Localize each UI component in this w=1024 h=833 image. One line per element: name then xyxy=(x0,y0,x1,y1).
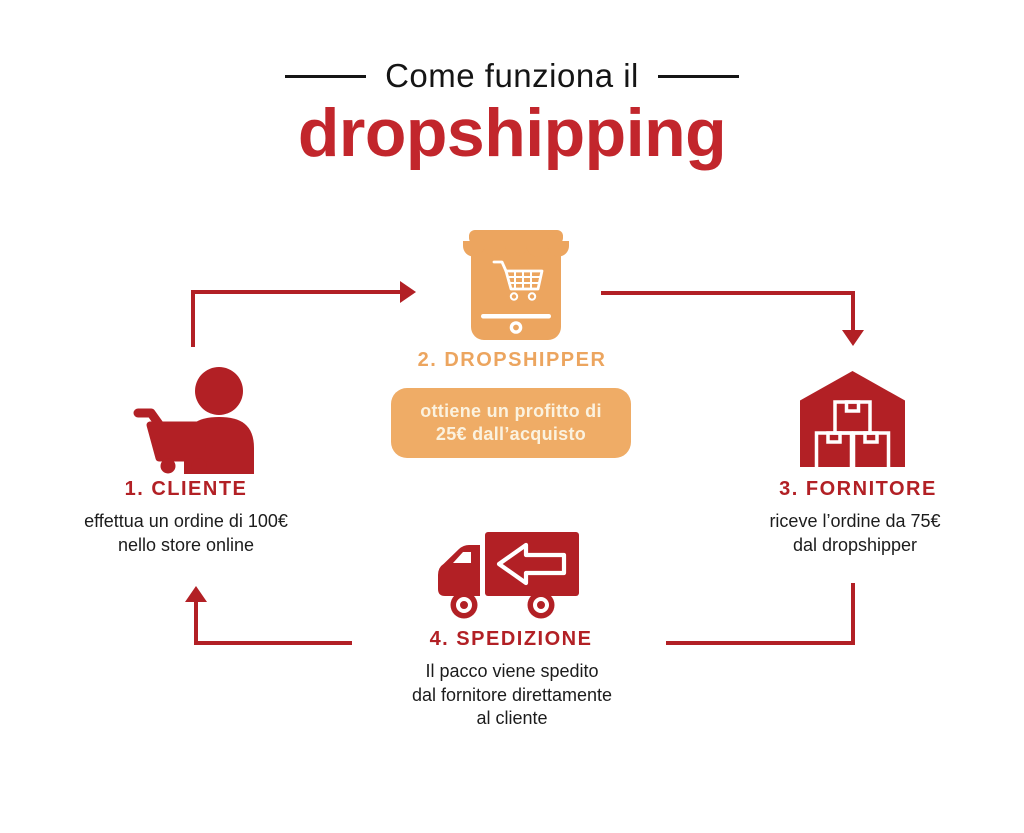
header-subtitle: Come funziona il xyxy=(385,57,639,94)
line-fornitore-to-spedizione xyxy=(666,583,855,645)
left-dash xyxy=(285,74,367,78)
step-spedizione-description: Il pacco viene spedito dal fornitore dir… xyxy=(411,661,613,728)
arrow-dropshipper-to-fornitore xyxy=(601,291,864,346)
right-dash xyxy=(657,74,739,78)
delivery-truck-icon xyxy=(429,528,582,621)
step-spedizione-label: 4. SPEDIZIONE xyxy=(429,628,593,650)
mobile-storefront-icon xyxy=(457,230,575,340)
step-dropshipper-label: 2. DROPSHIPPER xyxy=(417,349,607,371)
page-title: dropshipping xyxy=(297,95,727,171)
step-fornitore-description: riceve l’ordine da 75€ dal dropshipper xyxy=(769,511,941,555)
step-cliente-label: 1. CLIENTE xyxy=(124,478,248,500)
arrow-spedizione-to-cliente xyxy=(185,586,352,645)
header: Come funziona il xyxy=(0,57,1024,95)
profit-note-box: ottiene un profitto di 25€ dall’acquisto xyxy=(391,388,631,458)
person-with-shopping-cart-icon xyxy=(122,366,268,474)
arrow-cliente-to-dropshipper xyxy=(191,281,416,347)
step-cliente-description: effettua un ordine di 100€ nello store o… xyxy=(84,511,288,555)
profit-note-text: ottiene un profitto di 25€ dall’acquisto xyxy=(420,401,602,444)
step-fornitore-label: 3. FORNITORE xyxy=(779,478,937,500)
warehouse-boxes-icon xyxy=(800,371,905,467)
